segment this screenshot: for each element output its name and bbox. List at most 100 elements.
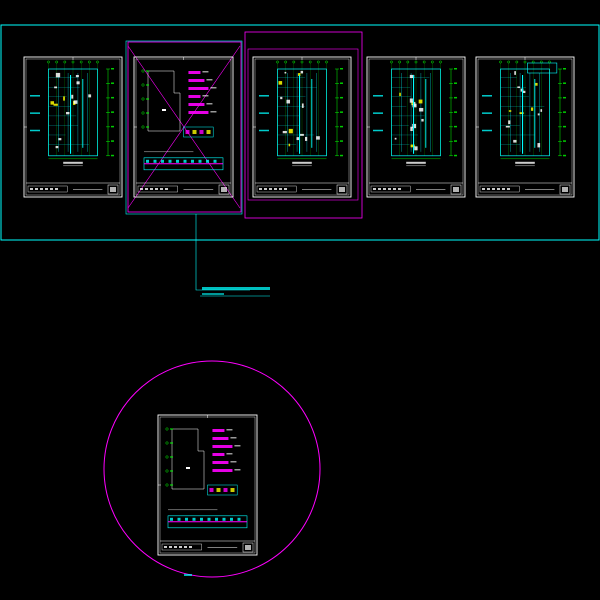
grid-mark <box>146 84 149 86</box>
dimension-text <box>563 140 566 142</box>
equipment-block <box>513 139 517 143</box>
equipment-block <box>421 118 424 122</box>
title-block-text <box>269 188 272 190</box>
title-block-text <box>189 546 192 548</box>
equipment-block <box>55 72 61 78</box>
detail-sheet[interactable] <box>157 414 258 556</box>
detail-symbol <box>199 130 204 134</box>
title-block-logo-fill <box>562 187 568 192</box>
grid-bubble <box>87 60 91 64</box>
elevation-mark <box>207 517 211 521</box>
sheet-2[interactable] <box>133 56 234 198</box>
detail-symbol <box>209 488 214 492</box>
legend-text <box>212 461 229 464</box>
elevation-mark <box>230 517 233 521</box>
grid-mark <box>170 428 173 430</box>
grid-bubble <box>284 60 288 64</box>
title-block-rule <box>73 189 103 190</box>
dimension-text <box>111 125 114 128</box>
annotation-text-block <box>202 287 270 290</box>
grid-bubble <box>165 427 169 431</box>
sheet-3[interactable] <box>252 56 352 198</box>
dimension-text <box>111 154 114 157</box>
grid-mark <box>170 470 173 472</box>
equipment-block <box>316 136 320 140</box>
elevation-mark <box>213 159 217 163</box>
title-block-cell <box>479 185 520 193</box>
legend-note <box>234 469 241 471</box>
title-block-rule <box>302 189 332 190</box>
title-block-logo-fill <box>339 187 345 192</box>
legend-note <box>202 95 209 97</box>
side-label <box>482 129 492 132</box>
dimension-text <box>111 82 114 84</box>
dimension-text <box>111 111 114 113</box>
room-outline <box>171 428 205 490</box>
building-outline <box>500 68 550 157</box>
title-block-logo <box>450 184 462 195</box>
detail-symbol <box>206 130 211 134</box>
equipment-block <box>53 103 58 106</box>
title-block-text <box>179 546 182 548</box>
legend-note <box>206 79 213 81</box>
title-block-logo-fill <box>453 187 459 192</box>
equipment-block <box>410 144 415 148</box>
sheet-5[interactable] <box>475 56 575 198</box>
equipment-block <box>278 81 283 85</box>
equipment-block <box>522 90 526 93</box>
dimension-text <box>454 111 457 113</box>
grid-bubble <box>439 60 442 64</box>
equipment-block <box>288 143 291 147</box>
building-wing <box>527 62 558 74</box>
dimension-text <box>454 125 457 128</box>
grid-bubble <box>308 60 312 64</box>
title-block-text <box>383 188 386 190</box>
legend-note <box>202 71 209 73</box>
title-block-logo <box>336 184 348 195</box>
elevation-mark <box>215 517 218 521</box>
elevation-mark <box>168 159 172 163</box>
equipment-block <box>305 136 308 141</box>
dimension-text <box>454 96 457 99</box>
equipment-block <box>514 71 516 75</box>
equipment-block <box>418 99 423 104</box>
elevation-mark <box>177 517 181 521</box>
title-block-text <box>264 188 267 190</box>
sheet-1[interactable] <box>23 56 123 198</box>
grid-mark <box>146 112 149 114</box>
grid-mark <box>170 484 173 486</box>
title-block-text <box>50 188 53 190</box>
equipment-block <box>537 143 541 148</box>
title-block-text <box>184 546 187 548</box>
equipment-block <box>508 120 511 125</box>
legend-note <box>234 445 241 447</box>
title-block-logo <box>218 184 230 195</box>
equipment-block <box>58 138 62 141</box>
equipment-block <box>411 101 413 106</box>
title-block-text <box>169 546 172 548</box>
elevation-mark <box>176 159 179 163</box>
title-block-text <box>497 188 500 190</box>
dimension-text <box>454 68 457 70</box>
equipment-block <box>414 146 418 151</box>
title-block-text <box>150 188 153 190</box>
grid-bubble <box>390 60 393 64</box>
title-block-cell <box>161 543 202 551</box>
equipment-block <box>88 94 92 98</box>
title-block-cell <box>27 185 68 193</box>
equipment-block <box>63 96 65 101</box>
side-label <box>259 95 269 97</box>
elevation-mark <box>170 517 173 521</box>
legend-text <box>212 437 229 440</box>
elevation-mark <box>183 159 187 163</box>
dimension-text <box>111 68 114 70</box>
elevation-mark <box>192 517 196 521</box>
sheet-4[interactable] <box>366 56 466 198</box>
equipment-block <box>296 137 300 141</box>
leader-line <box>195 214 250 291</box>
elevation-mark <box>191 159 194 163</box>
legend-text <box>212 469 233 472</box>
equipment-block <box>537 113 540 116</box>
legend-note <box>230 461 237 463</box>
title-block-rule <box>416 189 446 190</box>
